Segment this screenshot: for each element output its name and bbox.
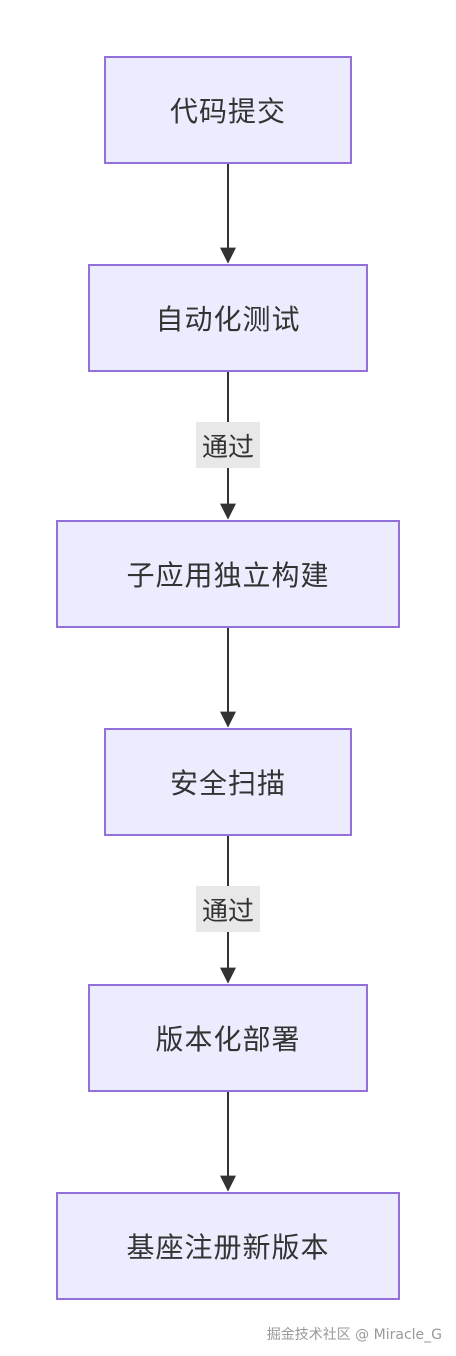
- edge-label-pass-1: 通过: [196, 422, 260, 468]
- node-security-scan: 安全扫描: [104, 728, 352, 836]
- edge-label-pass-2: 通过: [196, 886, 260, 932]
- watermark: 掘金技术社区 @ Miracle_G: [266, 1327, 442, 1343]
- node-subapp-build: 子应用独立构建: [56, 520, 400, 628]
- node-automated-test: 自动化测试: [88, 264, 368, 372]
- node-base-register-version: 基座注册新版本: [56, 1192, 400, 1300]
- node-versioned-deploy: 版本化部署: [88, 984, 368, 1092]
- node-code-commit: 代码提交: [104, 56, 352, 164]
